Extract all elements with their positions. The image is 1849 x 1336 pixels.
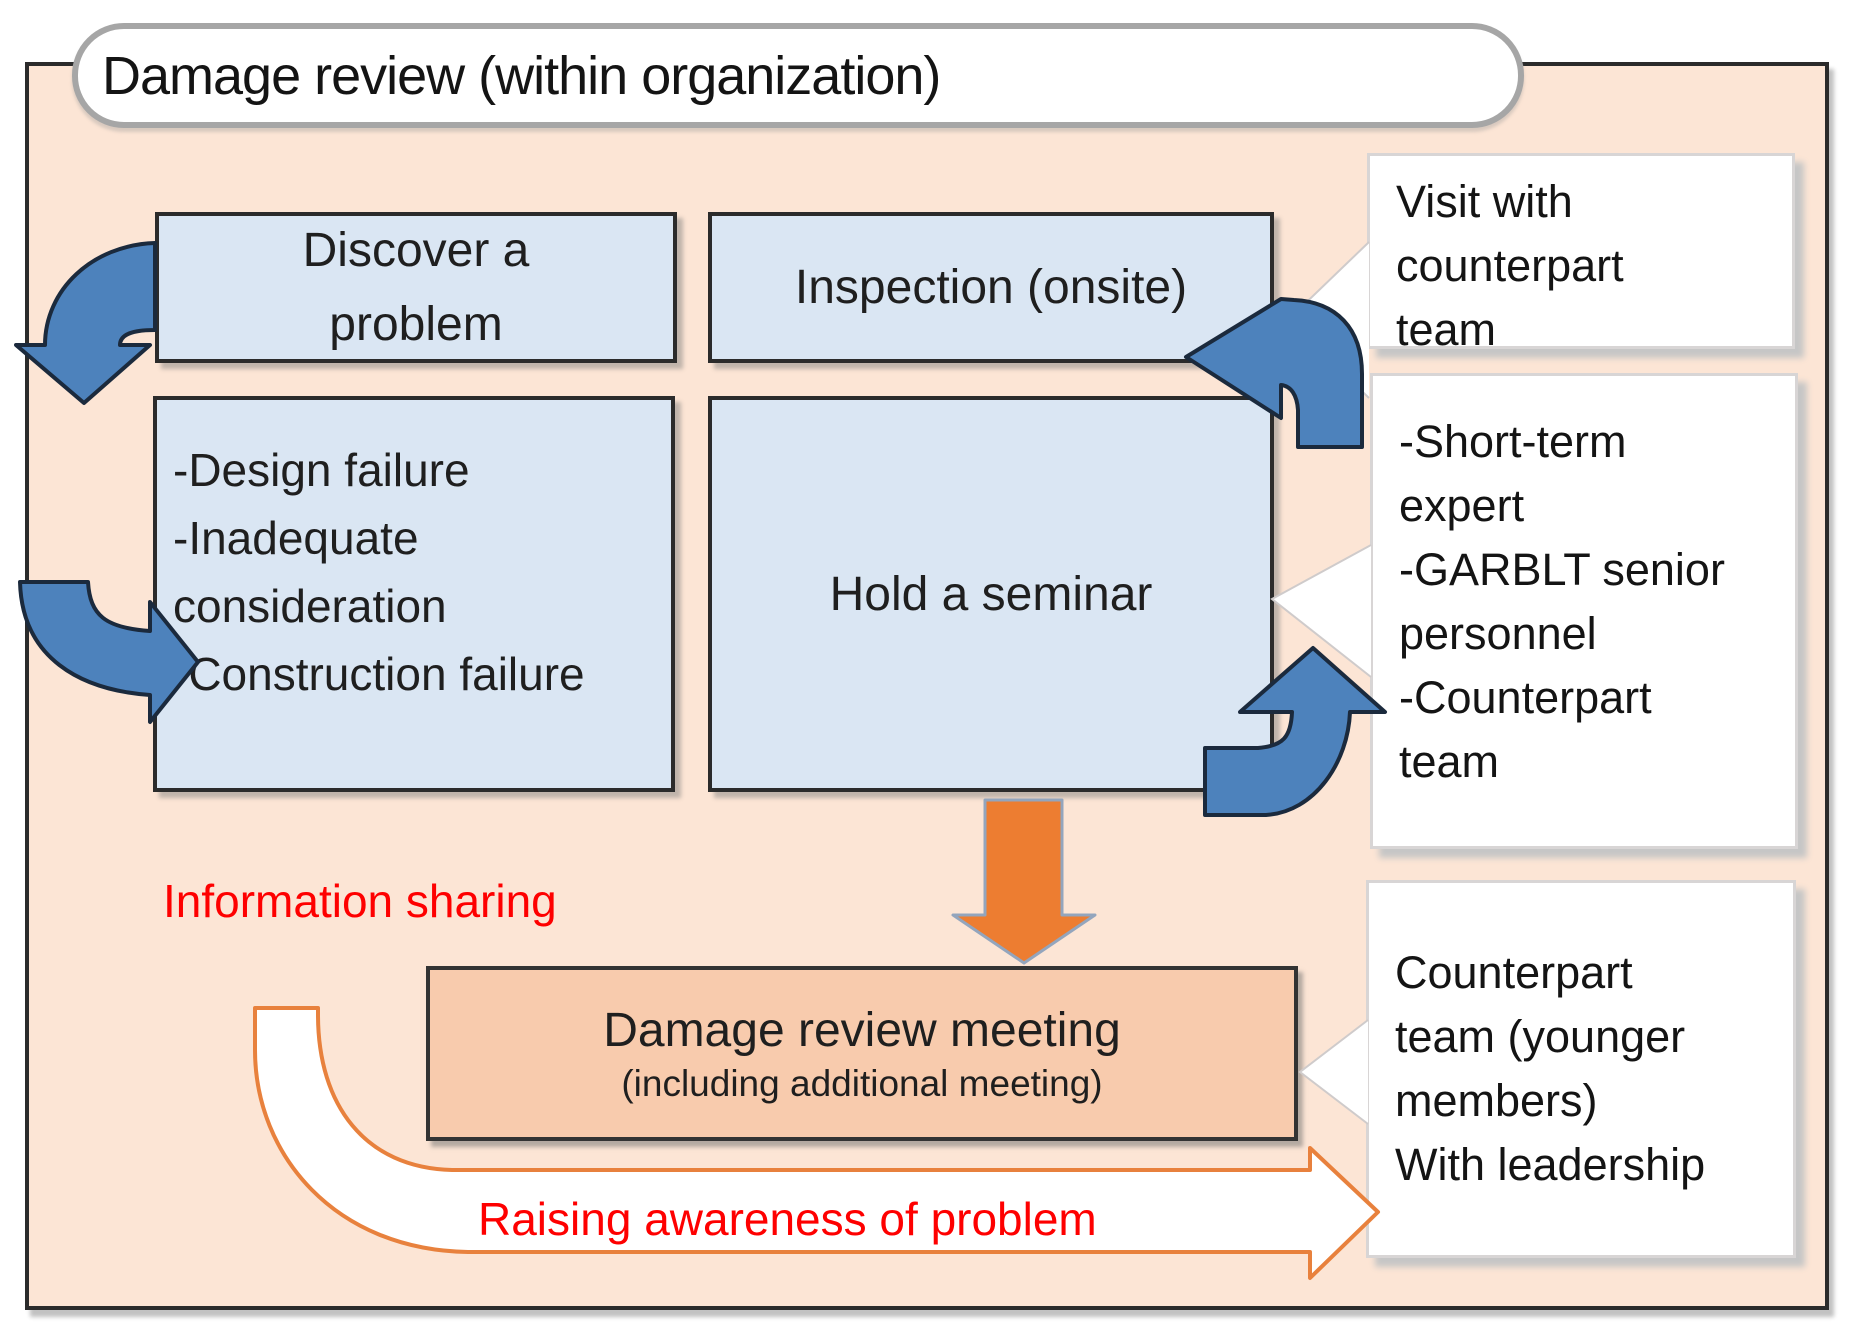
box-discover-problem: Discover a problem [155, 212, 677, 363]
box-hold-seminar: Hold a seminar [708, 396, 1274, 792]
box-inspection-label: Inspection (onsite) [794, 261, 1188, 314]
box-inspection-onsite: Inspection (onsite) [708, 212, 1274, 363]
participant-line: -Short-term [1399, 416, 1627, 467]
box-failure-causes: -Design failure -Inadequate consideratio… [153, 396, 675, 792]
box-discover-line2: problem [329, 297, 503, 351]
participant-line: team [1399, 736, 1500, 787]
meeting-subtitle: (including additional meeting) [621, 1062, 1103, 1104]
participant-line: personnel [1399, 608, 1597, 659]
box-damage-review-meeting: Damage review meeting (including additio… [426, 966, 1298, 1141]
participant-line: expert [1399, 480, 1525, 531]
callout-visit-line: team [1396, 304, 1497, 355]
label-information-sharing: Information sharing [163, 875, 557, 927]
cause-line: -Construction failure [173, 648, 585, 700]
box-seminar-label: Hold a seminar [829, 567, 1153, 621]
callout-visit-line: counterpart [1396, 240, 1624, 291]
participant-line: -Counterpart [1399, 672, 1652, 723]
cause-line: consideration [173, 580, 447, 632]
attendee-line: members) [1395, 1075, 1598, 1126]
callout-visit-counterpart-team: Visit with counterpart team [1367, 153, 1795, 355]
callout-meeting-attendees: Counterpart team (younger members) With … [1366, 880, 1796, 1258]
diagram-title: Damage review (within organization) [102, 45, 941, 106]
diagram-title-box: Damage review (within organization) [72, 23, 1524, 128]
attendee-line: With leadership [1395, 1139, 1706, 1190]
cause-line: -Design failure [173, 444, 470, 496]
cause-line: -Inadequate [173, 512, 419, 564]
meeting-title: Damage review meeting [603, 1003, 1121, 1057]
attendee-line: Counterpart [1395, 947, 1633, 998]
label-raising-awareness: Raising awareness of problem [478, 1193, 1097, 1245]
callout-seminar-participants: -Short-term expert -GARBLT senior person… [1370, 373, 1798, 849]
attendee-line: team (younger [1395, 1011, 1686, 1062]
callout-visit-line: Visit with [1396, 176, 1573, 227]
box-discover-line1: Discover a [302, 223, 530, 277]
participant-line: -GARBLT senior [1399, 544, 1725, 595]
